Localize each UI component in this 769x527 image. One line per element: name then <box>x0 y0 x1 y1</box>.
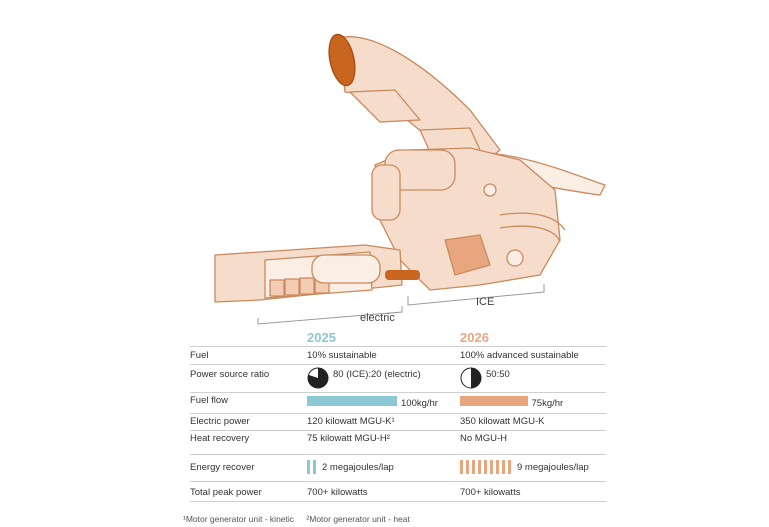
energy-stripe <box>466 460 469 474</box>
value-2026: 700+ kilowatts <box>460 487 521 498</box>
fuel-flow-bar-2025 <box>307 396 397 406</box>
value-2025: 120 kilowatt MGU-K¹ <box>307 416 395 427</box>
row-label: Power source ratio <box>190 369 270 380</box>
pie-2026-ice-slice <box>471 368 481 388</box>
value-2025: 10% sustainable <box>307 350 377 361</box>
battery-cell <box>299 277 315 295</box>
ice-brace <box>407 284 545 306</box>
pie-2025 <box>307 367 329 389</box>
row-label: Electric power <box>190 416 250 427</box>
cylinder-head <box>371 164 401 221</box>
bolt <box>483 183 497 197</box>
value-2026: 100% advanced sustainable <box>460 350 579 361</box>
footnotes: ¹Motor generator unit - kinetic ²Motor g… <box>183 514 420 524</box>
energy-stripe <box>472 460 475 474</box>
energy-stripe <box>313 460 316 474</box>
battery-cell <box>284 278 300 296</box>
energy-stripe <box>502 460 505 474</box>
value-2026: 75kg/hr <box>531 398 564 409</box>
column-2025: 2025 <box>307 330 336 345</box>
value-2026: 50:50 <box>486 369 510 380</box>
column-2026: 2026 <box>460 330 489 345</box>
pie-2026 <box>460 367 482 389</box>
intake-opening <box>328 33 356 87</box>
electric-label: electric <box>360 312 395 324</box>
row-label: Total peak power <box>190 487 262 498</box>
energy-stripe <box>490 460 493 474</box>
electric-brace <box>257 306 403 325</box>
bolt <box>506 249 524 267</box>
energy-stripes-2026 <box>460 460 511 474</box>
energy-stripe <box>484 460 487 474</box>
ice-label: ICE <box>476 296 495 308</box>
fuel-flow-bar-2026 <box>460 396 528 406</box>
intake-support <box>349 89 421 123</box>
row-ratio: Power source ratio 80 (ICE):20 (electric… <box>190 364 606 393</box>
energy-stripes-2025 <box>307 460 316 474</box>
mgu-k <box>311 254 381 284</box>
row-total-peak-power: Total peak power 700+ kilowatts 700+ kil… <box>190 481 606 502</box>
row-energy-recover: Energy recover 2 megajoules/lap 9 megajo… <box>190 454 606 482</box>
exhaust-pipes <box>499 212 566 243</box>
value-2025: 2 megajoules/lap <box>322 462 394 473</box>
value-2025: 80 (ICE):20 (electric) <box>333 369 421 380</box>
row-label: Fuel <box>190 350 209 361</box>
energy-stripe <box>460 460 463 474</box>
value-2026: 350 kilowatt MGU-K <box>460 416 545 427</box>
row-label: Heat recovery <box>190 433 250 444</box>
row-label: Energy recover <box>190 462 255 473</box>
value-2026: 9 megajoules/lap <box>517 462 589 473</box>
value-2025: 700+ kilowatts <box>307 487 368 498</box>
power-unit-illustration <box>214 33 606 325</box>
value-2026: No MGU-H <box>460 433 507 444</box>
row-fuel: Fuel 10% sustainable 100% advanced susta… <box>190 347 606 365</box>
energy-stripe <box>508 460 511 474</box>
row-label: Fuel flow <box>190 395 229 406</box>
energy-stripe <box>478 460 481 474</box>
pie-2025-ice-slice <box>308 368 329 388</box>
row-fuel-flow: Fuel flow 100kg/hr 75kg/hr <box>190 392 606 414</box>
ice-detail <box>444 234 491 276</box>
row-electric-power: Electric power 120 kilowatt MGU-K¹ 350 k… <box>190 413 606 431</box>
footnote-mgu-h: ²Motor generator unit - heat <box>306 514 410 524</box>
footnote-mgu-k: ¹Motor generator unit - kinetic <box>183 514 295 524</box>
row-heat-recovery: Heat recovery 75 kilowatt MGU-H² No MGU-… <box>190 430 606 455</box>
energy-stripe <box>307 460 310 474</box>
value-2025: 100kg/hr <box>401 398 438 409</box>
value-2025: 75 kilowatt MGU-H² <box>307 433 390 444</box>
drive-shaft <box>385 270 420 280</box>
energy-stripe <box>496 460 499 474</box>
battery-cell <box>269 279 285 297</box>
table-top-rule <box>190 346 606 347</box>
